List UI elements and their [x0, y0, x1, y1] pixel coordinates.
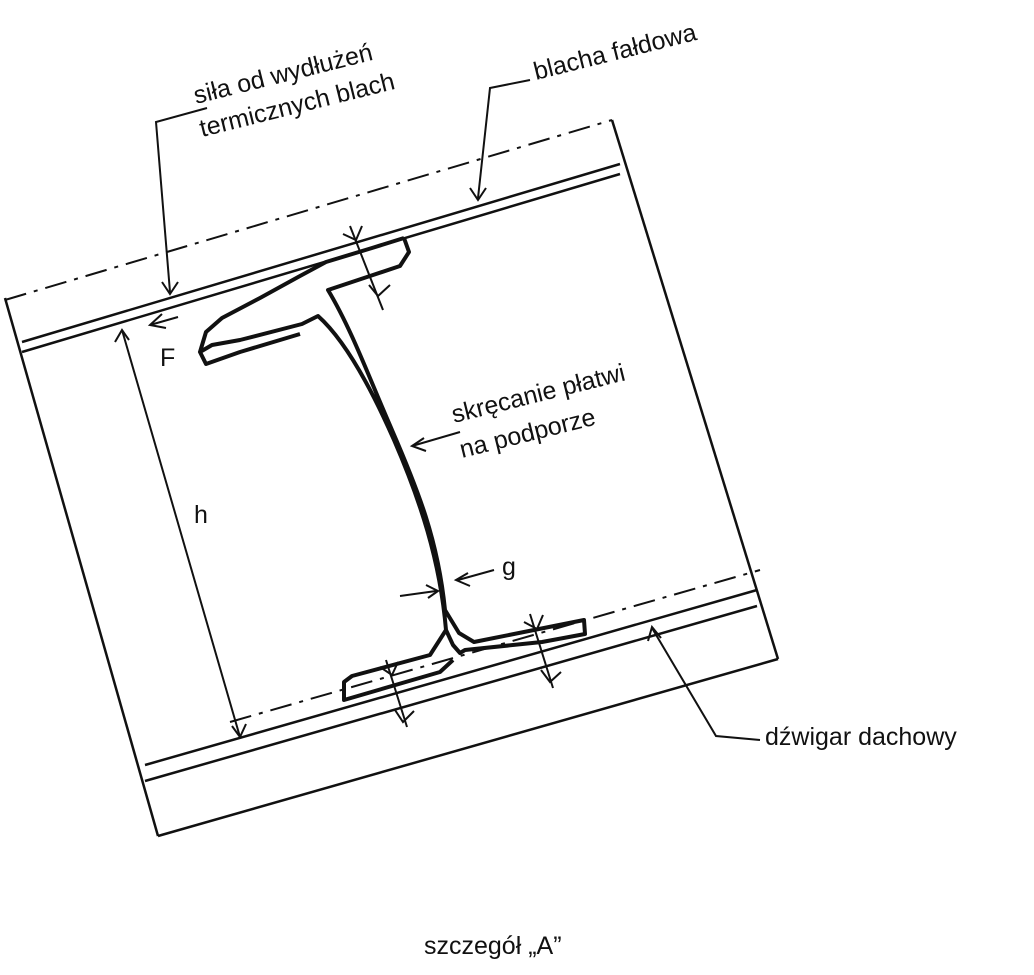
thickness-marker-top [342, 225, 391, 311]
lip-arrow-icon [540, 669, 562, 684]
bottom-flange-thickness-line [385, 659, 408, 728]
gap-dimension [399, 569, 495, 599]
twisting-arrow-icon [409, 437, 427, 452]
height-label: h [194, 501, 208, 529]
force-arrow-head-icon [147, 313, 167, 329]
top-flange-arrow-icon [342, 225, 363, 242]
gap-arrow-left-icon [425, 584, 440, 599]
leader-lines [154, 79, 761, 741]
sheet-leader [477, 79, 531, 199]
corrugated-sheet-label: blacha fałdowa [531, 18, 700, 86]
roof-girder [144, 569, 779, 838]
right-boundary [610, 119, 780, 660]
height-arrow-bottom-icon [231, 723, 247, 739]
girder-leader [651, 627, 761, 741]
gap-label: g [502, 553, 516, 581]
caption: szczegół „A” [424, 932, 562, 960]
thermal-force-leader [154, 107, 208, 293]
bottom-flange-arrow-icon [394, 709, 415, 724]
thickness-marker-left-bottom [379, 659, 415, 728]
boundary-lines [3, 119, 780, 837]
twisting-leader [411, 431, 461, 447]
lip-arrow-icon [523, 614, 544, 631]
girder-arrow-icon [647, 624, 662, 642]
force-arrow-shaft [149, 316, 179, 326]
girder-bottom-edge [157, 657, 779, 838]
left-boundary [3, 297, 160, 837]
sheet-top-edge [21, 162, 621, 344]
thickness-marker-right-bottom [523, 613, 562, 689]
roof-girder-label: dźwigar dachowy [765, 723, 957, 751]
sheet-arrow-icon [469, 187, 487, 202]
thermal-force-arrow-icon [161, 281, 179, 296]
girder-web-line [144, 604, 758, 783]
purlin-section [198, 236, 587, 702]
height-arrow-top-icon [114, 328, 130, 343]
height-dimension [114, 328, 247, 739]
top-flange-arrow-icon [368, 284, 391, 298]
height-dimension-line [121, 329, 241, 738]
sheet-centerline [4, 119, 613, 301]
girder-top-edge [144, 588, 758, 767]
gap-arrow-right-icon [453, 572, 471, 587]
gap-line-right [457, 569, 495, 581]
girder-centerline [229, 569, 761, 723]
force-arrow [147, 313, 179, 329]
force-label: F [160, 344, 175, 372]
gap-line-left [399, 590, 437, 597]
bottom-flange-arrow-icon [379, 661, 399, 677]
